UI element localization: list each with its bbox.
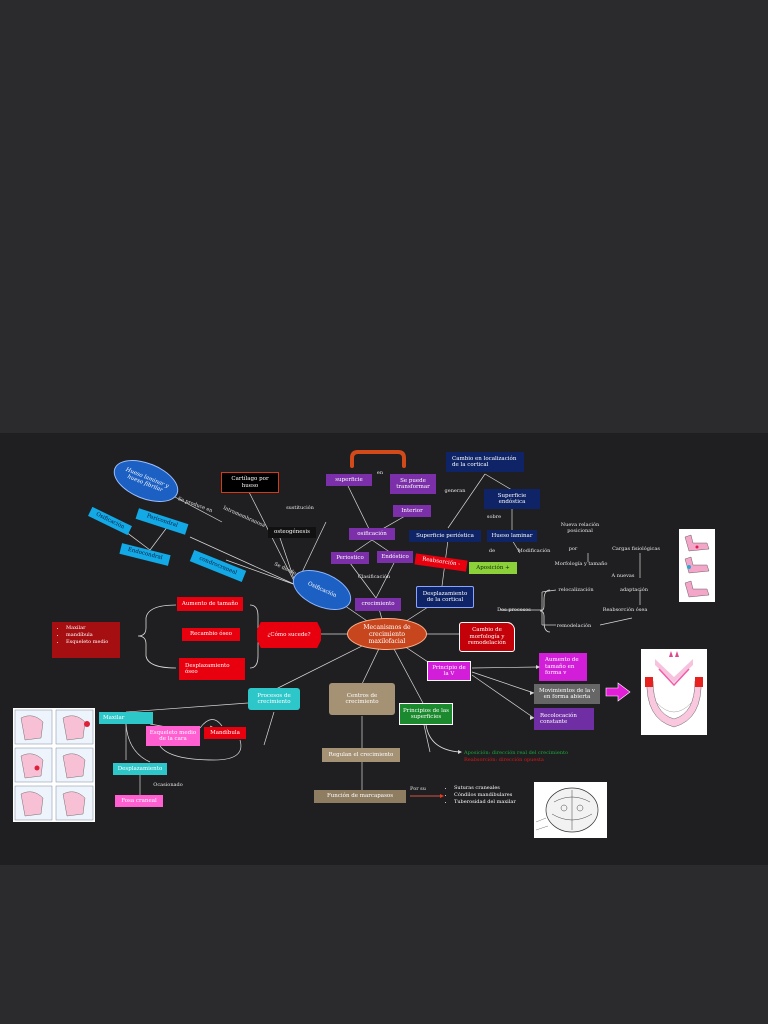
bone-list-item: Maxilar xyxy=(66,625,108,632)
mandible-stages-image xyxy=(684,534,710,598)
centros-list-item: Cóndilos mandibulares xyxy=(454,792,516,799)
bone-list: Maxilar mandíbula Esqueleto medio xyxy=(58,625,108,646)
adaptacion-label: adaptación xyxy=(620,587,648,593)
centros-list-item: Suturas craneales xyxy=(454,785,516,792)
regulan-node: Regulan el crecimiento xyxy=(322,748,400,762)
crecimiento-node: crecimiento xyxy=(355,598,401,611)
aposicion-node: Aposición + xyxy=(469,562,517,574)
desplazamiento-cortical-node: Desplazamiento de la cortical xyxy=(416,586,474,608)
por-label: por xyxy=(568,546,578,552)
mandible-v-image xyxy=(645,651,703,728)
principios-superficies-node: Principios de las superficies xyxy=(399,703,453,725)
aumento-v-node: Aumento de tamaño en forma v xyxy=(539,653,587,681)
reabsorcion-text: Reabsorción: dirección opuesta xyxy=(464,757,544,763)
mandibula-node: Mandíbula xyxy=(204,727,246,739)
fosa-craneal-node: Fosa craneal xyxy=(115,795,163,807)
v-principle-figure xyxy=(641,649,707,735)
de-label: de xyxy=(488,548,496,554)
cambio-morfologia-node: Cambio de morfología y remodelación xyxy=(459,622,515,652)
superficie-periostica-node: Superficie perióstica xyxy=(409,530,481,542)
por-su-label: Por su xyxy=(410,786,426,792)
desplazamiento-node: Desplazamiento xyxy=(113,763,167,775)
funcion-node: Función de marcapasos xyxy=(314,790,406,803)
remodelacion-label: remodelación xyxy=(556,623,592,629)
a-nuevas-label: A nuevas xyxy=(611,573,635,579)
superficie-endostica-node: Superficie endóstica xyxy=(484,489,540,509)
relocalizacion-label: relocalización xyxy=(558,587,594,593)
reabsorcion-osea-label: Reabsorción ósea xyxy=(602,607,648,613)
hueso-laminar-node: Hueso laminar xyxy=(487,530,537,542)
se-puede-transformar-node: Se puede transformar xyxy=(390,474,436,494)
bone-list-item: Esqueleto medio xyxy=(66,639,108,646)
cargas-label: Cargas fisiológicas xyxy=(612,546,660,552)
cartilago-node: Cartílago por hueso xyxy=(221,472,279,493)
superficie-node: superficie xyxy=(326,474,372,486)
principio-v-node: Principio de la V xyxy=(427,661,471,681)
centros-list-item: Tuberosidad del maxilar xyxy=(454,799,516,806)
ocasionado-label: Ocasionado xyxy=(153,782,183,788)
skull-base-figure xyxy=(534,782,607,838)
bone-list-item: mandíbula xyxy=(66,632,108,639)
skull-growth-figure xyxy=(13,708,95,822)
sustitucion-label: sustitución xyxy=(286,505,314,511)
movimientos-v-node: Movimientos de la v en forma abierta xyxy=(534,684,600,704)
bone-list-box xyxy=(52,622,120,658)
esqueleto-cara-node: Esqueleto medio de la cara xyxy=(146,726,200,746)
procesos-node: Procesos de crecimiento xyxy=(248,688,300,710)
periostico-node: Periostico xyxy=(331,552,369,564)
centros-list: Suturas craneales Cóndilos mandibulares … xyxy=(446,785,516,806)
center-node: Mecanismos de crecimiento maxilofacial xyxy=(347,618,427,650)
cambio-localizacion-node: Cambio en localización de la cortical xyxy=(446,452,524,472)
osteogenesis-node: osteogénesis xyxy=(268,527,316,538)
dos-procesos-label: Dos procesos xyxy=(497,607,531,613)
generan-label: generan xyxy=(444,488,466,494)
centros-node: Centros de crecimiento xyxy=(329,683,395,715)
skull-grid-image xyxy=(14,709,94,821)
sobre-label: sobre xyxy=(486,514,502,520)
desplazamiento-oseo-node: Desplazamiento óseo xyxy=(179,658,245,680)
bone-remodeling-figure xyxy=(679,529,715,602)
clasificacion-label: Clasificación xyxy=(357,574,391,580)
aposicion-text: Aposición: dirección real del crecimient… xyxy=(464,750,569,756)
como-sucede-node: ¿Cómo sucede? xyxy=(257,622,321,648)
skull-base-image xyxy=(535,787,599,833)
en-label: en xyxy=(376,470,384,476)
endostico-node: Endóstico xyxy=(377,551,413,563)
aumento-tamano-node: Aumento de tamaño xyxy=(177,597,243,611)
morfologia-label: Morfología y tamaño xyxy=(554,561,608,567)
nueva-relacion-label: Nueva relación posicional xyxy=(560,522,600,534)
maxilar-node: Maxilar xyxy=(99,712,153,724)
osificacion-node: osificación xyxy=(349,528,395,540)
modificacion-label: Modificación xyxy=(517,548,551,554)
recambio-oseo-node: Recambio óseo xyxy=(182,628,240,641)
recolocacion-node: Recolocación constante xyxy=(534,708,594,730)
interior-node: Interior xyxy=(393,505,431,517)
